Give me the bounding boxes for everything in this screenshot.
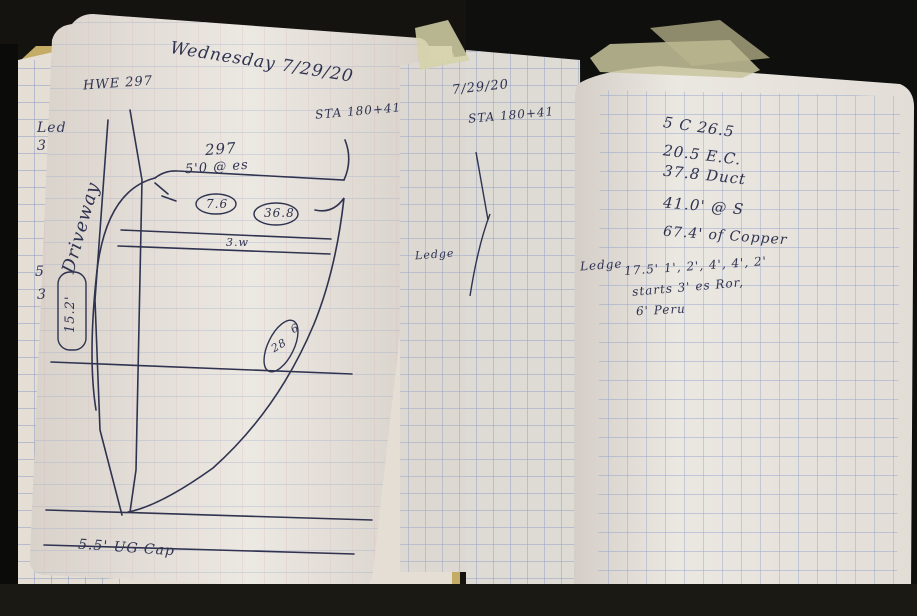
- left-edge-fragment-4: 3: [37, 287, 47, 303]
- left-page-circle-2: 36.8: [264, 206, 295, 220]
- left-page-main-number: 297: [204, 138, 238, 160]
- left-page-circle-1: 7.6: [206, 197, 229, 211]
- left-page-vertical-measure: 15.2': [63, 295, 78, 333]
- left-edge-fragment-3: 5: [35, 264, 45, 280]
- left-page-small-note: 3.w: [226, 236, 249, 249]
- left-edge-fragment-2: 3: [37, 138, 47, 154]
- middle-page-ledge: Ledge: [414, 246, 455, 263]
- right-page-ledge-note-2: 6' Peru: [635, 301, 687, 319]
- left-edge-fragment-1: Led: [37, 120, 67, 136]
- right-page-ledge-label: Ledge: [579, 256, 623, 274]
